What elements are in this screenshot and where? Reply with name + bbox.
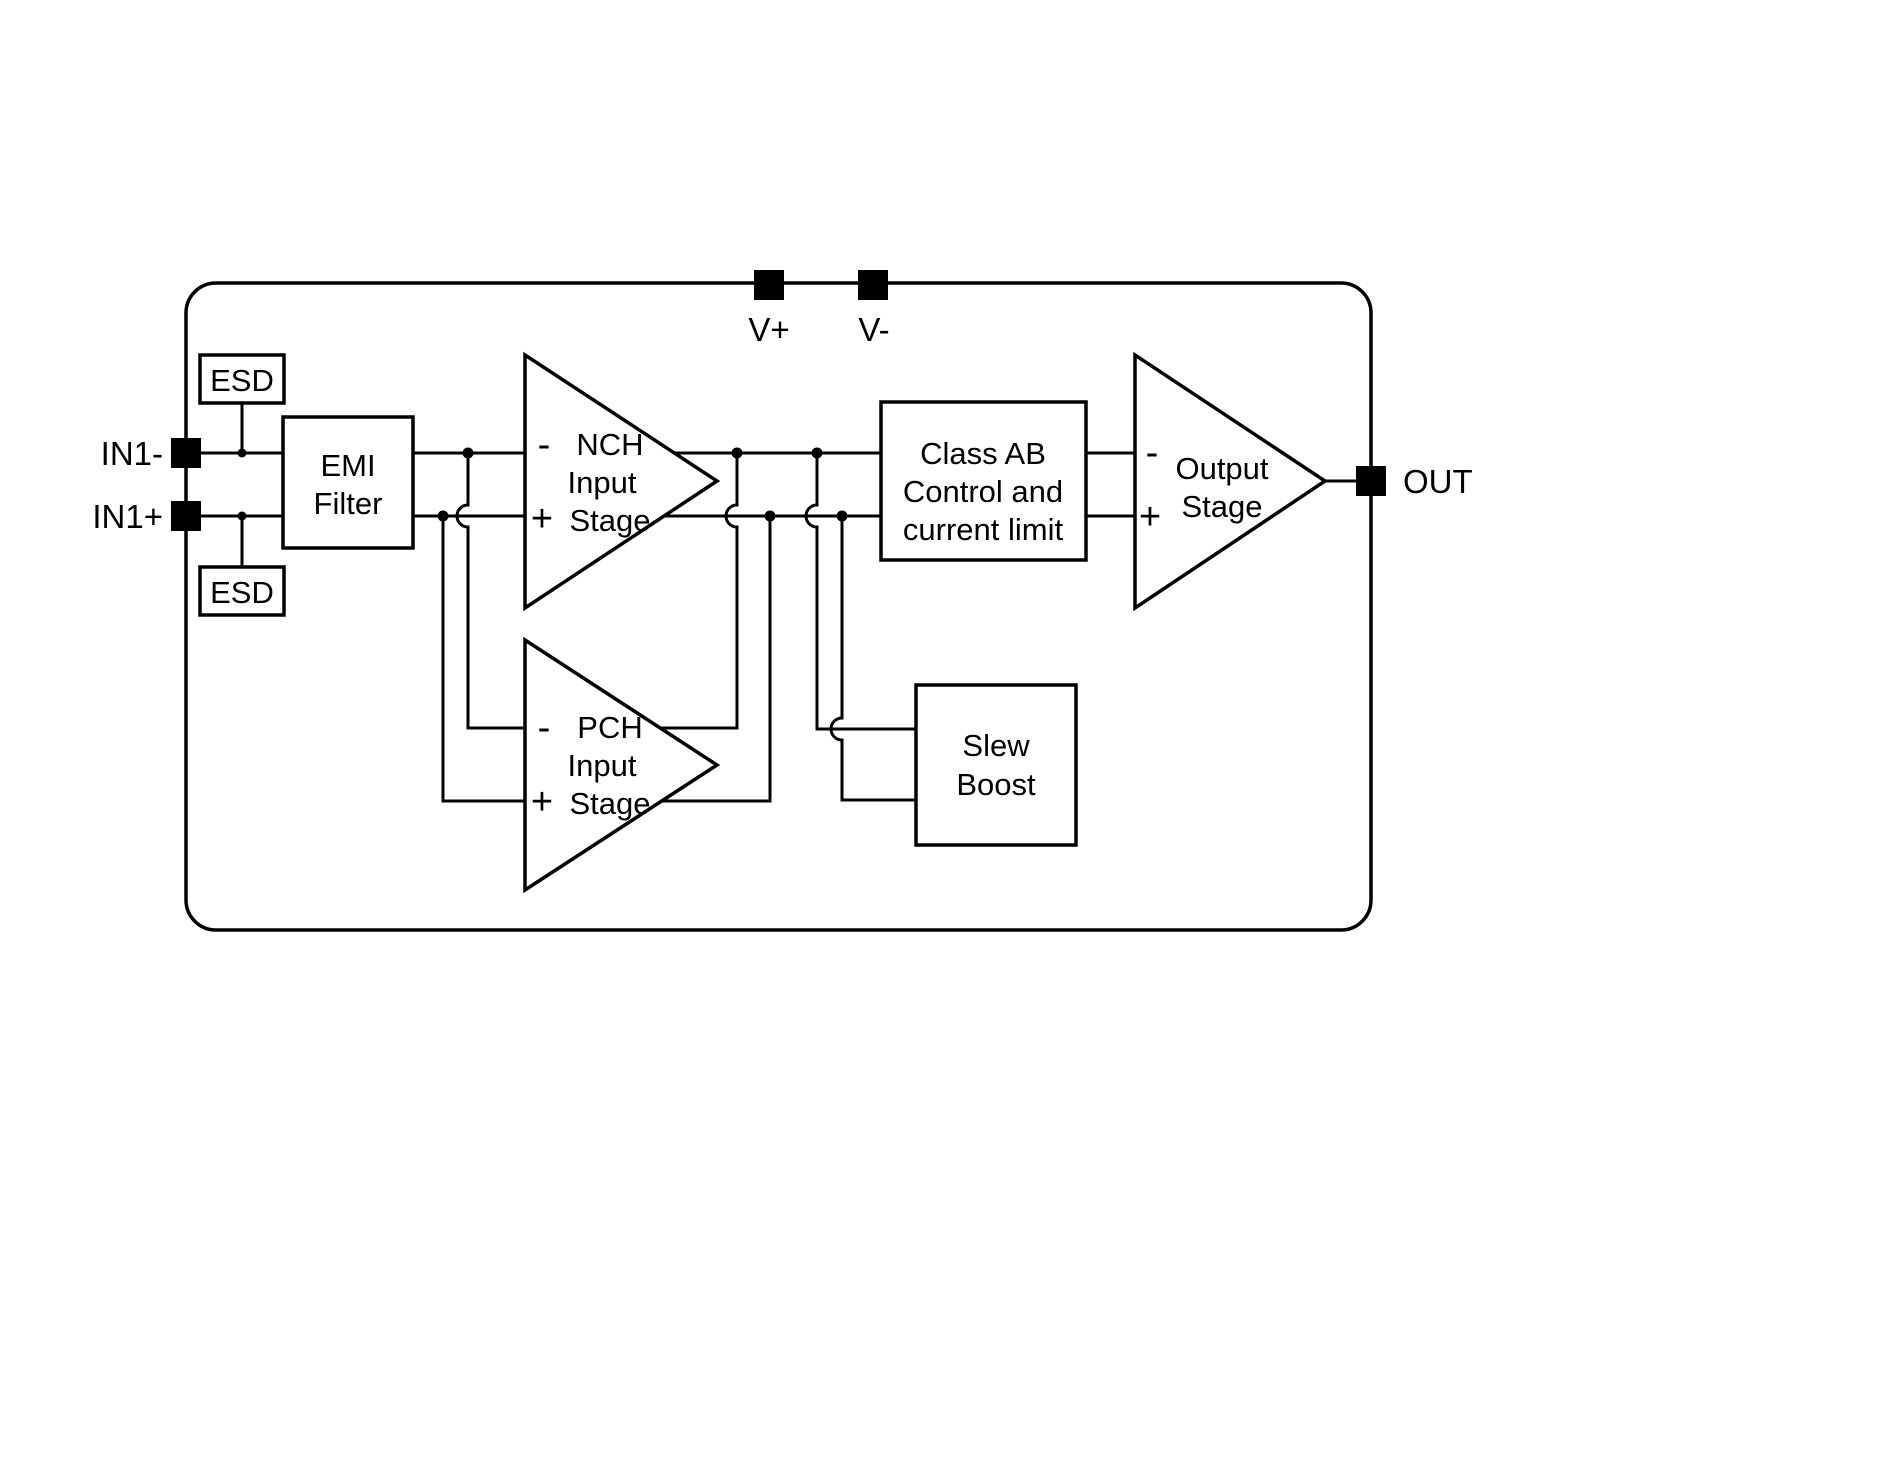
junction-dot bbox=[462, 447, 474, 459]
wire-hop bbox=[724, 503, 739, 529]
nch-plus-sign: + bbox=[531, 498, 553, 540]
esd-top-box bbox=[198, 353, 286, 405]
pch-input-stage-triangle bbox=[523, 636, 721, 894]
in1plus-pin-pad bbox=[171, 501, 201, 531]
wire-hop bbox=[829, 716, 844, 742]
junction-dot bbox=[731, 447, 743, 459]
class-ab-label-line1: Class AB bbox=[920, 436, 1046, 471]
out-pin-pad bbox=[1356, 466, 1386, 496]
slew-boost-label-line2: Boost bbox=[956, 767, 1036, 802]
labels: V+ V- IN1- IN1+ OUT ESD ESD EMI Filter -… bbox=[92, 311, 1472, 823]
pch-label-line2: Input bbox=[568, 748, 637, 783]
in1minus-label: IN1- bbox=[101, 435, 163, 472]
pch-label-title: PCH bbox=[577, 710, 642, 745]
in1minus-pin-pad bbox=[171, 438, 201, 468]
wire-hop bbox=[804, 503, 819, 529]
vplus-pin-pad bbox=[754, 270, 784, 300]
esd-bottom-label: ESD bbox=[210, 575, 274, 610]
emi-filter-label-line1: EMI bbox=[320, 448, 375, 483]
pin-pads bbox=[171, 270, 1386, 531]
class-ab-box bbox=[879, 400, 1088, 562]
in1plus-label: IN1+ bbox=[92, 498, 163, 535]
output-minus-sign: - bbox=[1146, 432, 1159, 474]
output-stage-label-line1: Output bbox=[1175, 451, 1268, 486]
junction-dot bbox=[811, 447, 823, 459]
junction-dot bbox=[437, 510, 449, 522]
pch-minus-sign: - bbox=[538, 707, 551, 749]
vminus-label: V- bbox=[858, 311, 889, 348]
vminus-pin-pad bbox=[858, 270, 888, 300]
output-stage-triangle bbox=[1133, 351, 1329, 612]
nch-label-line3: Stage bbox=[569, 503, 650, 538]
wire-hop bbox=[455, 503, 470, 529]
nch-minus-sign: - bbox=[538, 424, 551, 466]
chip-boundary bbox=[184, 281, 1373, 932]
esd-top-label: ESD bbox=[210, 363, 274, 398]
nch-input-stage-triangle bbox=[523, 351, 721, 612]
emi-filter-label-line2: Filter bbox=[314, 486, 383, 521]
junction-dots bbox=[237, 447, 848, 522]
esd-bottom-box bbox=[198, 565, 286, 617]
class-ab-label-line2: Control and bbox=[903, 474, 1063, 509]
class-ab-label-line3: current limit bbox=[903, 512, 1064, 547]
junction-dot bbox=[764, 510, 776, 522]
nch-label-line2: Input bbox=[568, 465, 637, 500]
nch-label-title: NCH bbox=[576, 427, 643, 462]
out-label: OUT bbox=[1403, 463, 1473, 500]
pch-label-line3: Stage bbox=[569, 786, 650, 821]
junction-dot bbox=[237, 448, 247, 458]
slew-boost-box bbox=[914, 683, 1078, 847]
junction-dot bbox=[836, 510, 848, 522]
output-stage-label-line2: Stage bbox=[1181, 489, 1262, 524]
output-plus-sign: + bbox=[1139, 496, 1161, 538]
pch-plus-sign: + bbox=[531, 781, 553, 823]
emi-filter-box bbox=[281, 415, 415, 550]
vplus-label: V+ bbox=[748, 311, 789, 348]
junction-dot bbox=[237, 511, 247, 521]
blocks bbox=[198, 351, 1329, 894]
chip-outline-group bbox=[184, 281, 1373, 932]
slew-boost-label-line1: Slew bbox=[962, 728, 1030, 763]
